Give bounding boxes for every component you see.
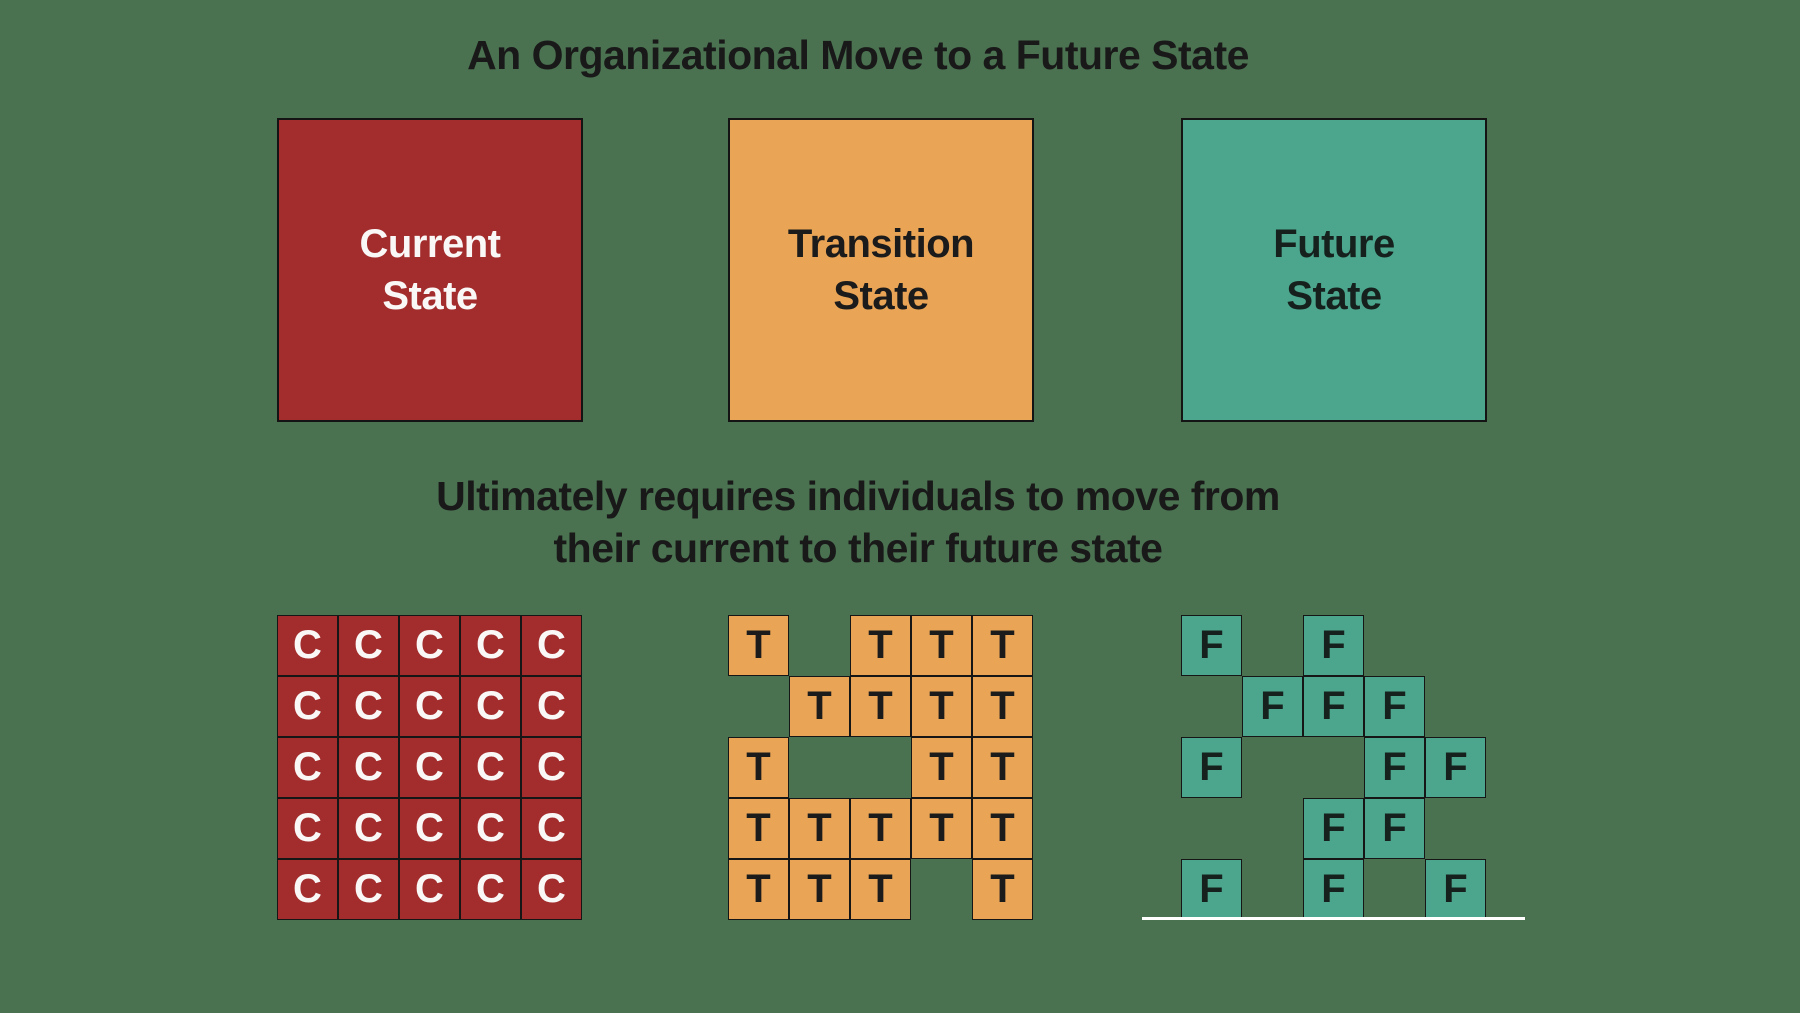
current-state-grid-cell: C: [277, 859, 338, 920]
transition-state-grid-cell: T: [972, 676, 1033, 737]
transition-state-grid-cell: T: [972, 615, 1033, 676]
future-state-grid-cell: F: [1181, 859, 1242, 920]
future-grid-baseline: [1142, 917, 1525, 920]
current-state-grid-cell: C: [521, 798, 582, 859]
transition-state-grid-cell: T: [911, 676, 972, 737]
current-state-grid-cell: C: [399, 676, 460, 737]
future-state-grid-cell: F: [1303, 615, 1364, 676]
future-state-box: Future State: [1181, 118, 1487, 422]
transition-state-grid-empty-cell: [911, 859, 972, 920]
current-state-grid-cell: C: [338, 859, 399, 920]
diagram-subtitle: Ultimately requires individuals to move …: [436, 473, 1280, 571]
current-state-grid-cell: C: [338, 737, 399, 798]
current-state-grid-cell: C: [399, 615, 460, 676]
current-state-grid-cell: C: [521, 615, 582, 676]
current-state-grid-cell: C: [277, 737, 338, 798]
future-state-grid-empty-cell: [1425, 676, 1486, 737]
transition-state-grid-cell: T: [850, 676, 911, 737]
transition-state-grid-empty-cell: [789, 737, 850, 798]
current-state-grid-cell: C: [277, 676, 338, 737]
transition-state-grid-cell: T: [728, 798, 789, 859]
current-state-grid-cell: C: [460, 676, 521, 737]
future-state-grid-empty-cell: [1181, 676, 1242, 737]
current-state-grid-cell: C: [521, 859, 582, 920]
future-state-grid-cell: F: [1425, 859, 1486, 920]
transition-state-grid-cell: T: [850, 798, 911, 859]
current-state-grid-cell: C: [277, 615, 338, 676]
transition-state-grid-cell: T: [789, 676, 850, 737]
future-state-label: Future State: [1273, 222, 1395, 318]
current-state-grid-cell: C: [460, 798, 521, 859]
future-state-grid-empty-cell: [1242, 615, 1303, 676]
current-state-grid-cell: C: [277, 798, 338, 859]
future-state-grid-cell: F: [1303, 798, 1364, 859]
transition-state-label: Transition State: [787, 222, 975, 318]
current-state-grid-cell: C: [521, 676, 582, 737]
future-state-grid-empty-cell: [1425, 798, 1486, 859]
current-state-label: Current State: [359, 222, 501, 318]
future-state-grid-cell: F: [1303, 676, 1364, 737]
transition-state-grid-cell: T: [972, 859, 1033, 920]
future-state-grid-cell: F: [1242, 676, 1303, 737]
future-state-grid-empty-cell: [1303, 737, 1364, 798]
future-state-grid-empty-cell: [1364, 615, 1425, 676]
current-state-grid-cell: C: [460, 737, 521, 798]
transition-state-grid-cell: T: [911, 737, 972, 798]
transition-state-grid-cell: T: [972, 737, 1033, 798]
future-state-grid-empty-cell: [1364, 859, 1425, 920]
future-state-grid-empty-cell: [1242, 737, 1303, 798]
transition-state-grid-cell: T: [789, 859, 850, 920]
current-state-grid-cell: C: [399, 737, 460, 798]
transition-state-grid-cell: T: [789, 798, 850, 859]
future-state-grid-empty-cell: [1425, 615, 1486, 676]
transition-state-grid-cell: T: [850, 615, 911, 676]
current-state-grid-cell: C: [338, 676, 399, 737]
transition-state-grid-empty-cell: [789, 615, 850, 676]
current-state-grid-cell: C: [460, 859, 521, 920]
future-state-grid-cell: F: [1425, 737, 1486, 798]
future-state-grid-empty-cell: [1181, 798, 1242, 859]
transition-state-grid-cell: T: [728, 615, 789, 676]
future-state-grid-cell: F: [1181, 737, 1242, 798]
transition-state-grid-cell: T: [728, 737, 789, 798]
transition-state-grid-cell: T: [972, 798, 1033, 859]
future-state-grid-cell: F: [1364, 798, 1425, 859]
transition-state-box: Transition State: [728, 118, 1034, 422]
diagram-title: An Organizational Move to a Future State: [467, 32, 1249, 78]
transition-state-grid-cell: T: [850, 859, 911, 920]
current-state-grid-cell: C: [338, 798, 399, 859]
transition-state-grid-cell: T: [728, 859, 789, 920]
transition-state-grid-cell: T: [911, 615, 972, 676]
future-state-grid-cell: F: [1364, 737, 1425, 798]
current-state-grid-cell: C: [399, 859, 460, 920]
future-state-grid-empty-cell: [1242, 798, 1303, 859]
transition-state-grid-empty-cell: [728, 676, 789, 737]
current-state-box: Current State: [277, 118, 583, 422]
transition-state-grid-cell: T: [911, 798, 972, 859]
current-state-grid-cell: C: [521, 737, 582, 798]
future-state-grid-cell: F: [1181, 615, 1242, 676]
transition-state-grid-empty-cell: [850, 737, 911, 798]
future-state-grid-cell: F: [1303, 859, 1364, 920]
future-state-grid-empty-cell: [1242, 859, 1303, 920]
current-state-grid-cell: C: [460, 615, 521, 676]
current-state-grid-cell: C: [399, 798, 460, 859]
current-state-grid-cell: C: [338, 615, 399, 676]
future-state-grid-cell: F: [1364, 676, 1425, 737]
